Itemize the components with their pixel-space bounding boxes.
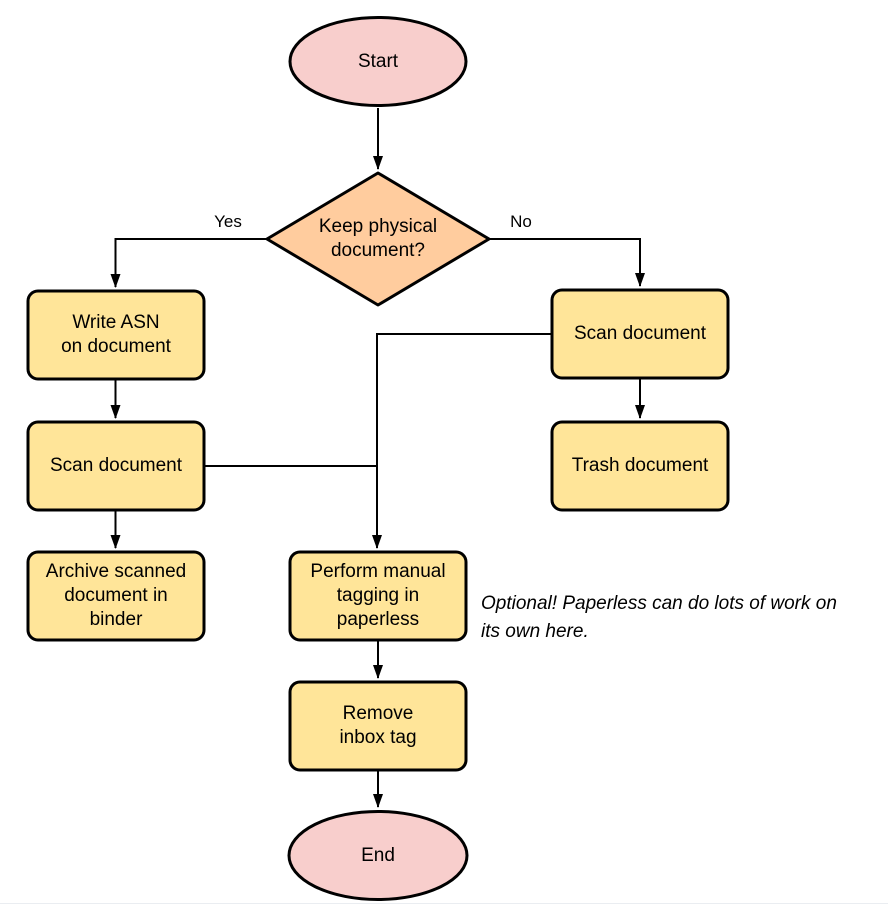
archive-node-label: Archive scanned document in binder (45, 561, 187, 630)
trash-node-label: Trash document (571, 455, 709, 476)
remove-inbox-node (288, 680, 468, 772)
scan-right-node-label: Scan document (573, 323, 707, 344)
end-node (287, 810, 469, 901)
trash-node (550, 420, 730, 512)
write-asn-node (26, 289, 206, 381)
scan-right-node (550, 288, 730, 380)
scan-left-node (26, 420, 206, 512)
remove-inbox-node-label: Remove inbox tag (339, 703, 417, 748)
decision-node (265, 171, 491, 307)
scan-left-node-label: Scan document (49, 455, 183, 476)
decision-node-label: Keep physical document? (318, 216, 438, 261)
no-branch-label: No (510, 212, 532, 231)
edge-decision-yes-to-write-asn (110, 238, 266, 288)
yes-branch-label: Yes (214, 212, 242, 231)
archive-node (26, 550, 206, 642)
edge-scan-right-to-tagging (372, 333, 551, 549)
tagging-node-label: Perform manual tagging in paperless (310, 561, 446, 630)
start-node (288, 16, 468, 107)
end-node-label: End (361, 845, 395, 866)
write-asn-node-label: Write ASN on document (61, 312, 171, 357)
bottom-divider (0, 903, 888, 904)
tagging-node (288, 550, 468, 642)
start-node-label: Start (357, 51, 399, 72)
edge-decision-no-to-scan-right (490, 238, 645, 287)
optional-annotation: Optional! Paperless can do lots of work … (481, 593, 837, 642)
